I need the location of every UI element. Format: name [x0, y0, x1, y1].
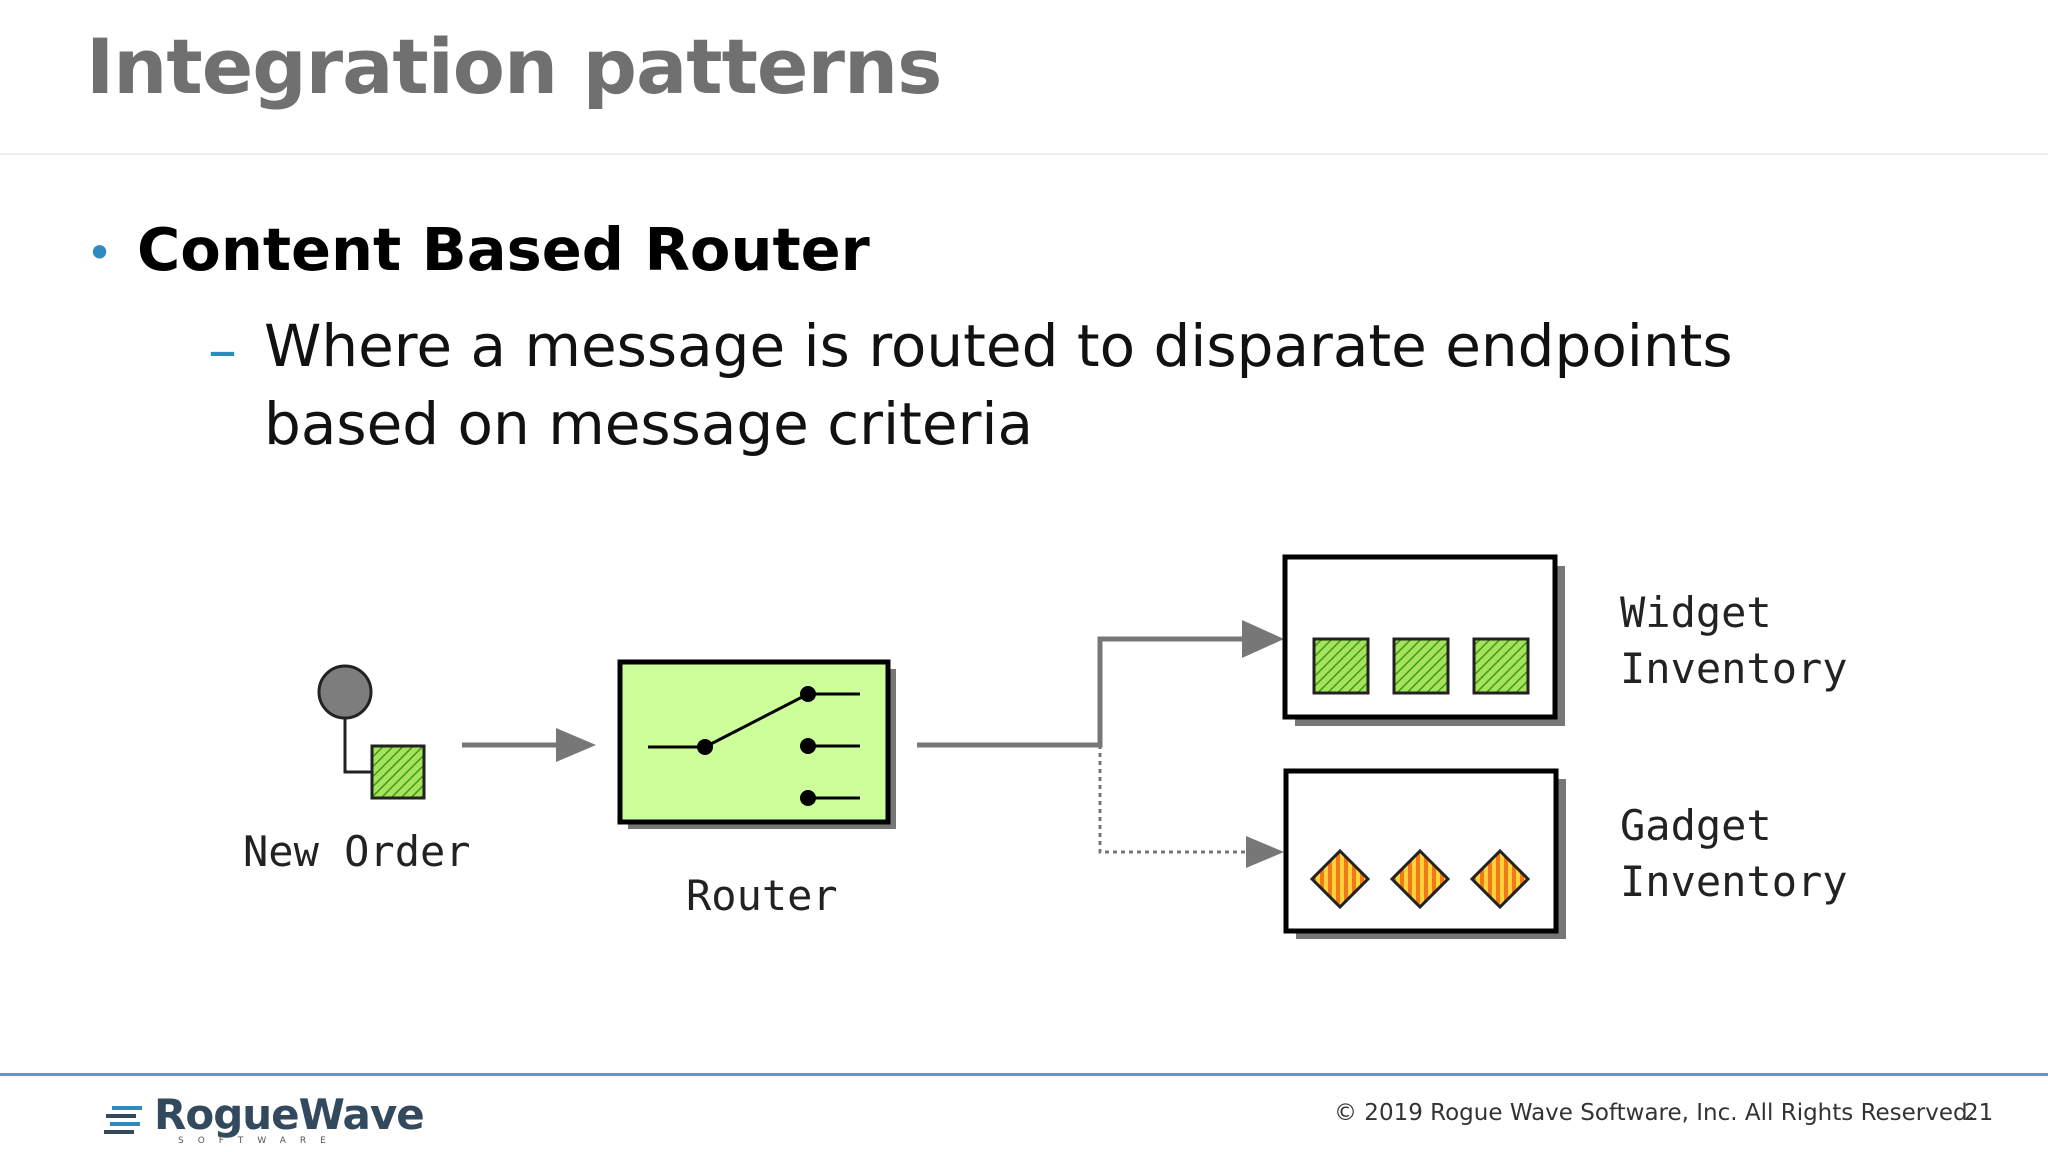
roguewave-logo: RogueWave SOFTWARE — [104, 1090, 425, 1150]
sub-bullet-marker: – — [208, 316, 237, 384]
new-order-icon — [317, 664, 426, 800]
logo-subtext: SOFTWARE — [178, 1136, 340, 1146]
logo-mark-icon — [104, 1106, 142, 1134]
gadget-label-line2: Inventory — [1620, 857, 1848, 906]
title-divider — [0, 153, 2048, 155]
gadget-label-line1: Gadget — [1620, 801, 1772, 850]
slide-title: Integration patterns — [86, 22, 942, 111]
sub-bullet-text: Where a message is routed to disparate e… — [264, 312, 1733, 458]
router-icon — [617, 659, 896, 829]
arrow-to-router — [462, 728, 596, 762]
new-order-label: New Order — [243, 827, 471, 876]
logo-wordmark: RogueWave — [154, 1090, 425, 1139]
footer-divider — [0, 1073, 2048, 1076]
gadget-inventory-queue — [1283, 768, 1566, 939]
copyright-notice: © 2019 Rogue Wave Software, Inc. All Rig… — [1334, 1100, 1975, 1126]
bullet-marker: • — [86, 226, 114, 280]
widget-label-line2: Inventory — [1620, 644, 1848, 693]
route-to-gadget — [1098, 745, 1284, 868]
route-to-widget — [917, 620, 1284, 748]
page-number: 21 — [1964, 1100, 1994, 1126]
widget-inventory-queue — [1282, 554, 1565, 726]
widget-label-line1: Widget — [1620, 588, 1772, 637]
router-label: Router — [686, 871, 838, 920]
bullet-heading: Content Based Router — [137, 215, 870, 284]
